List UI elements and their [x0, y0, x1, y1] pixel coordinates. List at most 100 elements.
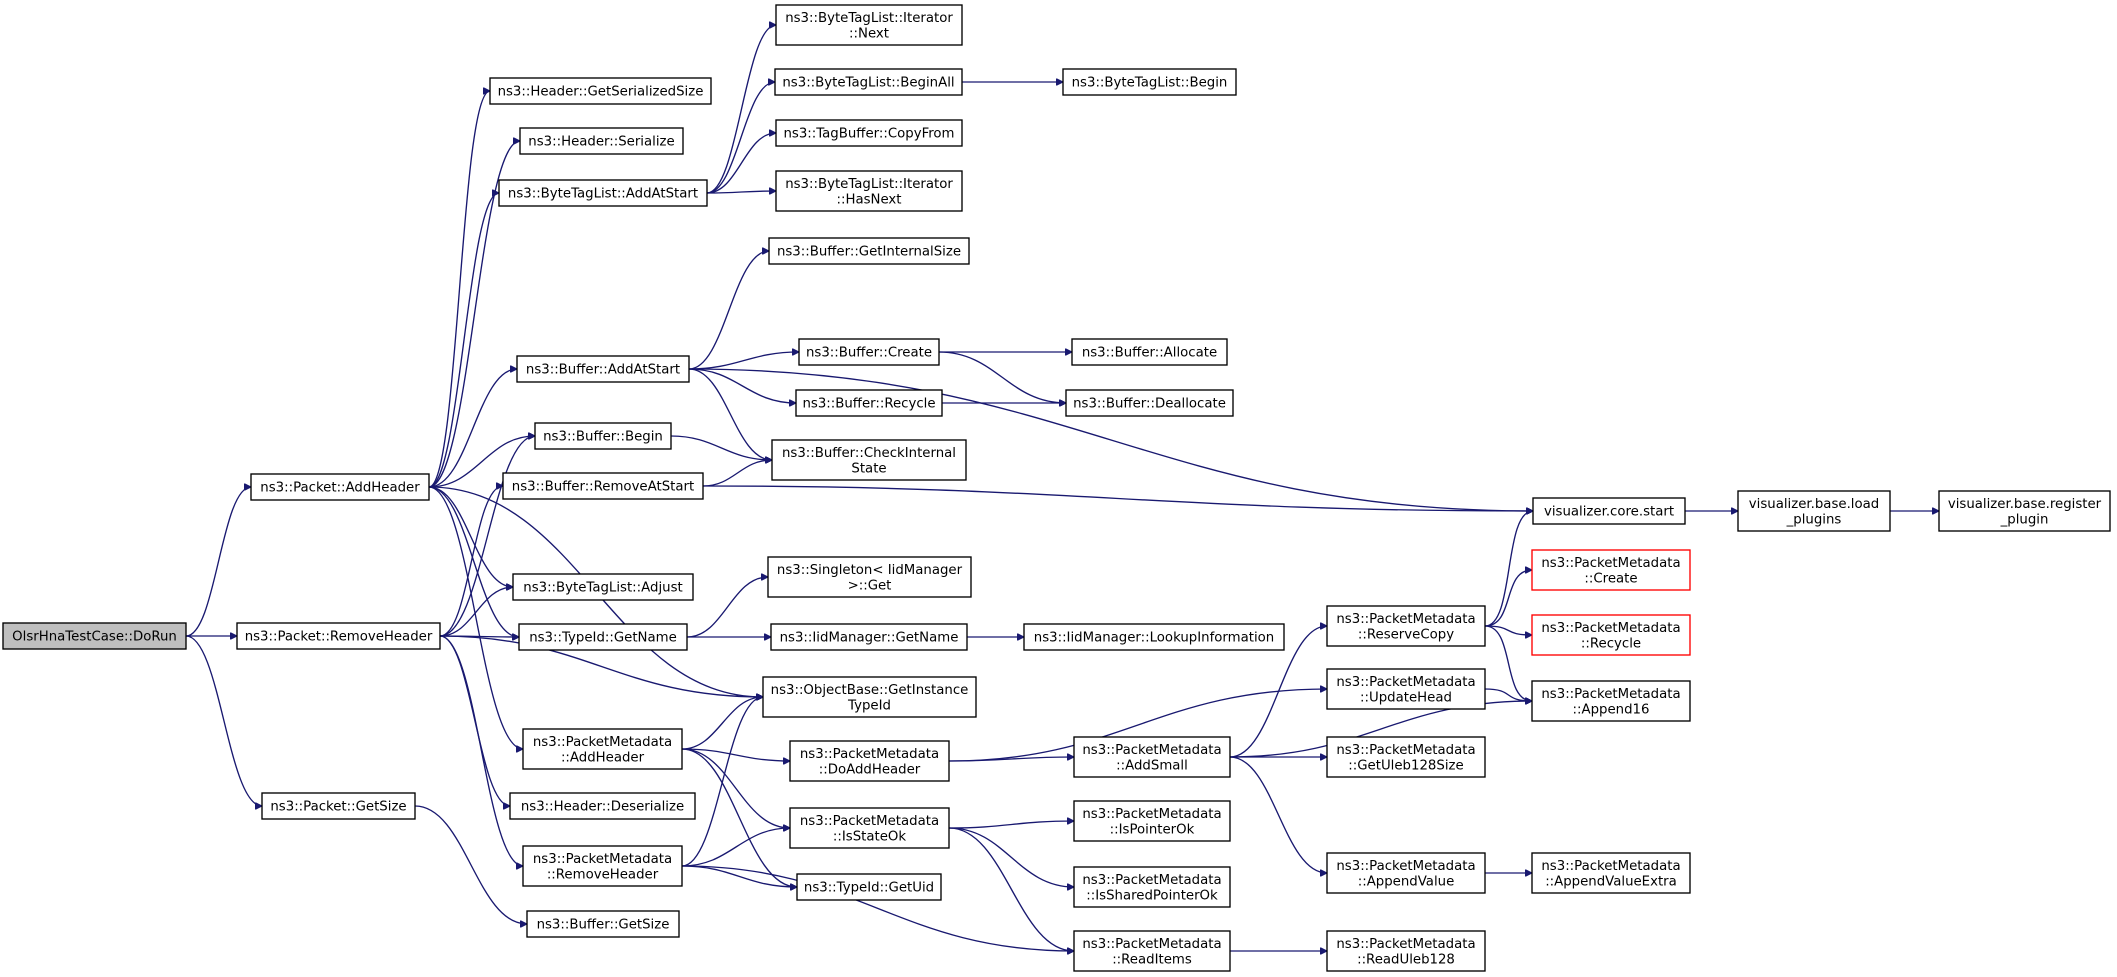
- node-box: [516, 355, 690, 383]
- edge-ns3-typeid-getname-to-ns3-singleton-iidmanager-get: [686, 577, 768, 638]
- edge-ns3-packetmetadata-reservecopy-to-visualizer-core-start: [1484, 511, 1533, 627]
- node-ns3-packetmetadata-ispointerok[interactable]: ns3::PacketMetadata::IsPointerOk: [1073, 800, 1231, 842]
- node-ns3-packet-addheader[interactable]: ns3::Packet::AddHeader: [250, 473, 430, 501]
- node-ns3-typeid-getname[interactable]: ns3::TypeId::GetName: [518, 623, 688, 651]
- edge-ns3-bytetaglist-addatstart-to-ns3-bytetaglist-beginall: [706, 82, 775, 194]
- node-label-line: ::IsPointerOk: [1110, 822, 1195, 837]
- node-box: [775, 4, 963, 46]
- node-label-line: ns3::ByteTagList::Adjust: [523, 581, 682, 596]
- node-label-line: ns3::PacketMetadata: [1082, 937, 1221, 952]
- node-ns3-iidmanager-lookupinformation[interactable]: ns3::IidManager::LookupInformation: [1023, 623, 1285, 651]
- node-box: [236, 622, 441, 650]
- node-ns3-packet-getsize[interactable]: ns3::Packet::GetSize: [261, 792, 416, 820]
- edge-ns3-buffer-removeatstart-to-ns3-buffer-checkinternalstate: [702, 460, 772, 487]
- node-ns3-packetmetadata-appendvalue[interactable]: ns3::PacketMetadata::AppendValue: [1326, 852, 1486, 894]
- node-label-line: visualizer.base.register: [1948, 497, 2102, 512]
- node-ns3-packetmetadata-readuleb128[interactable]: ns3::PacketMetadata::ReadUleb128: [1326, 930, 1486, 972]
- node-ns3-bytetaglist-adjust[interactable]: ns3::ByteTagList::Adjust: [512, 573, 694, 601]
- node-label-line: ns3::Header::Deserialize: [521, 800, 684, 815]
- node-ns3-packetmetadata-create[interactable]: ns3::PacketMetadata::Create: [1531, 549, 1691, 591]
- node-ns3-packetmetadata-issharedpointerok[interactable]: ns3::PacketMetadata::IsSharedPointerOk: [1073, 866, 1231, 908]
- edge-ns3-bytetaglist-addatstart-to-ns3-tagbuffer-copyfrom: [706, 133, 776, 194]
- node-ns3-packetmetadata-readitems[interactable]: ns3::PacketMetadata::ReadItems: [1073, 930, 1231, 972]
- node-visualizer-base-register-plugin[interactable]: visualizer.base.register_plugin: [1938, 490, 2111, 532]
- node-ns3-packetmetadata-reservecopy[interactable]: ns3::PacketMetadata::ReserveCopy: [1326, 605, 1486, 647]
- node-box: [1326, 668, 1486, 710]
- node-ns3-packetmetadata-getuleb128size[interactable]: ns3::PacketMetadata::GetUleb128Size: [1326, 736, 1486, 778]
- node-box: [1073, 736, 1231, 778]
- node-label-line: ns3::ByteTagList::Begin: [1072, 76, 1228, 91]
- node-box: [1326, 736, 1486, 778]
- node-ns3-packetmetadata-addheader[interactable]: ns3::PacketMetadata::AddHeader: [522, 728, 683, 770]
- node-ns3-bytetaglist-iterator-hasnext[interactable]: ns3::ByteTagList::Iterator::HasNext: [775, 170, 963, 212]
- node-label-line: _plugins: [1786, 512, 1842, 527]
- node-box: [509, 792, 696, 820]
- node-box: [526, 910, 680, 938]
- node-ns3-buffer-allocate[interactable]: ns3::Buffer::Allocate: [1071, 338, 1228, 366]
- call-edges: [185, 25, 1939, 951]
- node-label-line: ns3::ByteTagList::AddAtStart: [508, 187, 698, 202]
- node-box: [1532, 497, 1686, 525]
- node-ns3-tagbuffer-copyfrom[interactable]: ns3::TagBuffer::CopyFrom: [775, 119, 963, 147]
- node-ns3-buffer-deallocate[interactable]: ns3::Buffer::Deallocate: [1065, 389, 1234, 417]
- edge-ns3-packet-addheader-to-ns3-bytetaglist-addatstart: [428, 193, 499, 488]
- node-ns3-packetmetadata-updatehead[interactable]: ns3::PacketMetadata::UpdateHead: [1326, 668, 1486, 710]
- node-ns3-header-serialize[interactable]: ns3::Header::Serialize: [519, 127, 684, 155]
- node-olsrhnatestcase-dorun[interactable]: OlsrHnaTestCase::DoRun: [2, 622, 187, 650]
- node-visualizer-base-load-plugins[interactable]: visualizer.base.load_plugins: [1737, 490, 1891, 532]
- node-label-line: ::IsSharedPointerOk: [1086, 888, 1218, 903]
- node-label-line: ns3::Buffer::Create: [806, 346, 932, 361]
- node-ns3-header-getserializedsize[interactable]: ns3::Header::GetSerializedSize: [489, 77, 712, 105]
- node-ns3-packetmetadata-removeheader[interactable]: ns3::PacketMetadata::RemoveHeader: [522, 845, 683, 887]
- node-label-line: ns3::PacketMetadata: [1541, 556, 1680, 571]
- node-box: [512, 573, 694, 601]
- node-label-line: ns3::IidManager::LookupInformation: [1034, 631, 1274, 646]
- node-ns3-bytetaglist-begin[interactable]: ns3::ByteTagList::Begin: [1062, 68, 1237, 96]
- node-ns3-buffer-removeatstart[interactable]: ns3::Buffer::RemoveAtStart: [502, 472, 704, 500]
- node-label-line: ::HasNext: [836, 192, 901, 207]
- node-ns3-packetmetadata-isstateok[interactable]: ns3::PacketMetadata::IsStateOk: [789, 807, 950, 849]
- node-ns3-buffer-addatstart[interactable]: ns3::Buffer::AddAtStart: [516, 355, 690, 383]
- node-label-line: ns3::Buffer::AddAtStart: [526, 363, 680, 378]
- node-box: [1073, 930, 1231, 972]
- edge-ns3-packet-addheader-to-ns3-typeid-getname: [428, 486, 519, 637]
- edge-olsrhnatestcase-dorun-to-ns3-packet-addheader: [185, 487, 251, 637]
- node-ns3-packetmetadata-appendvalueextra[interactable]: ns3::PacketMetadata::AppendValueExtra: [1531, 852, 1691, 894]
- node-ns3-iidmanager-getname[interactable]: ns3::IidManager::GetName: [770, 623, 968, 651]
- node-ns3-packetmetadata-doaddheader[interactable]: ns3::PacketMetadata::DoAddHeader: [789, 740, 950, 782]
- edge-ns3-buffer-create-to-ns3-buffer-deallocate: [938, 351, 1066, 403]
- node-ns3-header-deserialize[interactable]: ns3::Header::Deserialize: [509, 792, 696, 820]
- node-ns3-buffer-create[interactable]: ns3::Buffer::Create: [798, 338, 940, 366]
- node-label-line: ns3::Buffer::Allocate: [1082, 346, 1217, 361]
- node-ns3-buffer-recycle[interactable]: ns3::Buffer::Recycle: [795, 389, 943, 417]
- node-ns3-buffer-getsize[interactable]: ns3::Buffer::GetSize: [526, 910, 680, 938]
- node-visualizer-core-start[interactable]: visualizer.core.start: [1532, 497, 1686, 525]
- edge-ns3-buffer-removeatstart-to-visualizer-core-start: [702, 485, 1533, 511]
- node-ns3-singleton-iidmanager-get[interactable]: ns3::Singleton< IidManager>::Get: [767, 556, 972, 598]
- node-ns3-packetmetadata-append16[interactable]: ns3::PacketMetadata::Append16: [1531, 680, 1691, 722]
- edge-ns3-packet-addheader-to-ns3-bytetaglist-adjust: [428, 486, 513, 587]
- node-ns3-packetmetadata-recycle[interactable]: ns3::PacketMetadata::Recycle: [1531, 614, 1691, 656]
- edge-ns3-packet-addheader-to-ns3-buffer-begin: [428, 436, 535, 488]
- node-ns3-packetmetadata-addsmall[interactable]: ns3::PacketMetadata::AddSmall: [1073, 736, 1231, 778]
- node-label-line: ns3::TypeId::GetName: [529, 631, 677, 646]
- node-ns3-buffer-begin[interactable]: ns3::Buffer::Begin: [534, 422, 672, 450]
- node-box: [789, 740, 950, 782]
- edge-ns3-packetmetadata-reservecopy-to-ns3-packetmetadata-recycle: [1484, 625, 1532, 635]
- node-label-line: ns3::Buffer::Deallocate: [1073, 397, 1226, 412]
- edge-ns3-buffer-addatstart-to-ns3-buffer-recycle: [688, 368, 796, 403]
- node-ns3-bytetaglist-addatstart[interactable]: ns3::ByteTagList::AddAtStart: [498, 179, 708, 207]
- node-ns3-bytetaglist-iterator-next[interactable]: ns3::ByteTagList::Iterator::Next: [775, 4, 963, 46]
- node-label-line: ::Recycle: [1581, 636, 1641, 651]
- node-label-line: ns3::ObjectBase::GetInstance: [771, 683, 969, 698]
- node-label-line: ns3::PacketMetadata: [533, 852, 672, 867]
- node-ns3-packet-removeheader[interactable]: ns3::Packet::RemoveHeader: [236, 622, 441, 650]
- node-label-line: >::Get: [848, 578, 892, 593]
- node-label-line: ns3::ByteTagList::Iterator: [785, 177, 953, 192]
- node-label-line: visualizer.base.load: [1749, 497, 1879, 512]
- node-ns3-bytetaglist-beginall[interactable]: ns3::ByteTagList::BeginAll: [774, 68, 963, 96]
- node-ns3-buffer-getinternalsize[interactable]: ns3::Buffer::GetInternalSize: [768, 237, 970, 265]
- node-ns3-typeid-getuid[interactable]: ns3::TypeId::GetUid: [796, 873, 942, 901]
